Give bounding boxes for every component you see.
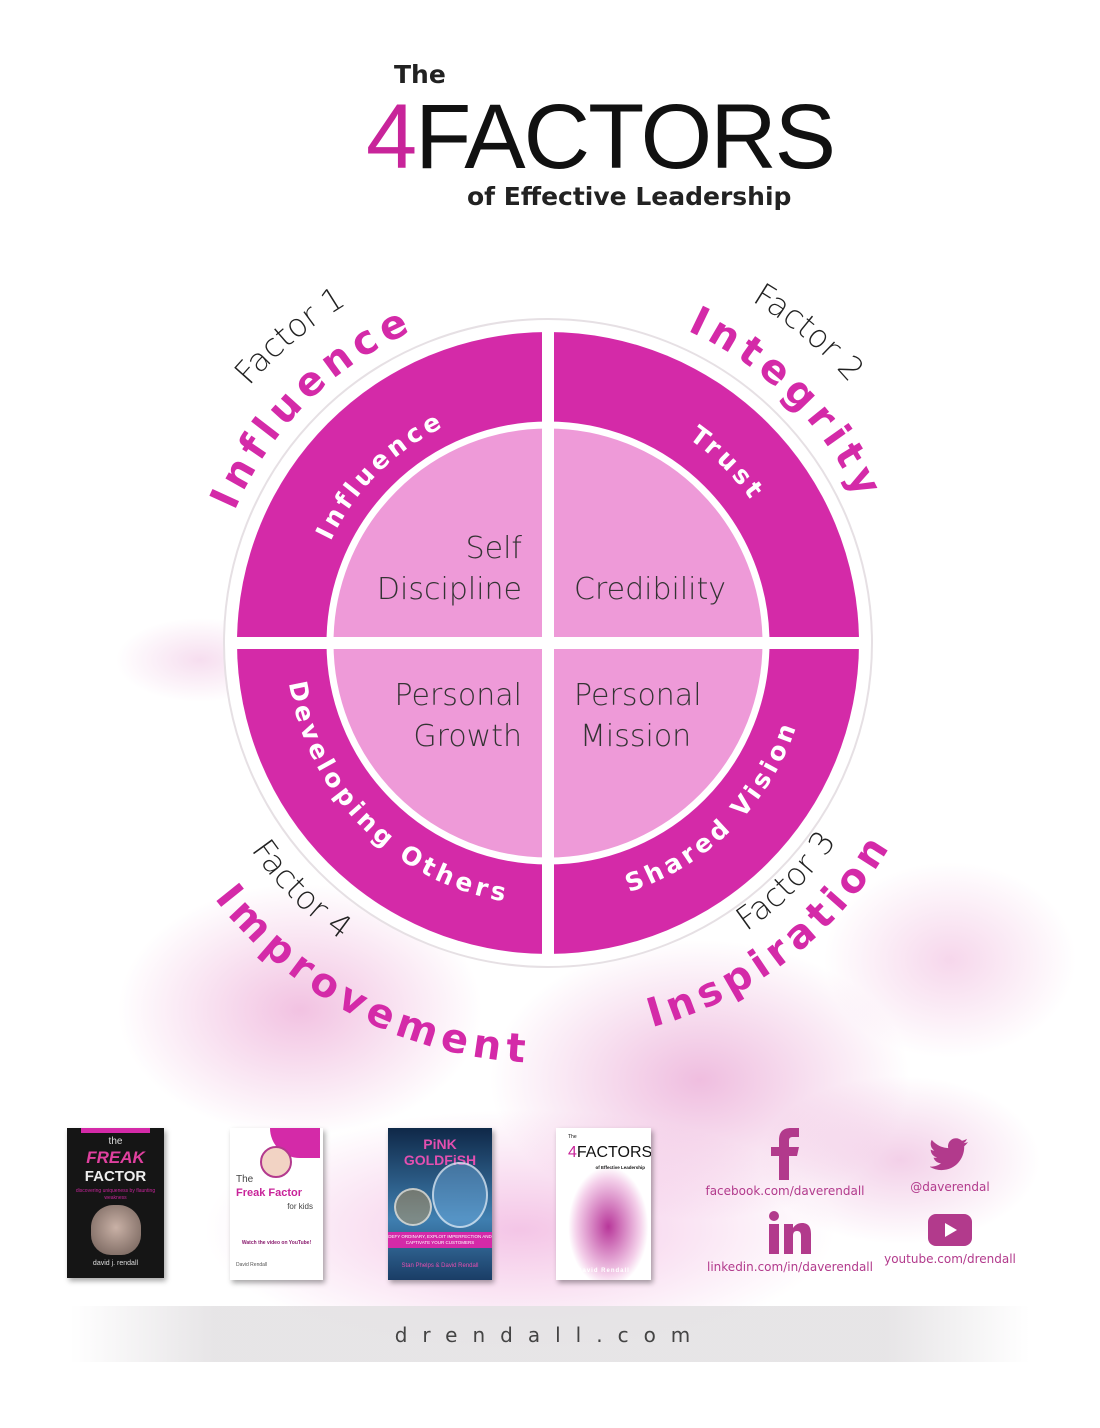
book-title-accent: FREAK (86, 1148, 145, 1167)
social-twitter[interactable]: @daverendal (880, 1134, 1020, 1194)
author-photo (90, 1205, 141, 1255)
title-subtitle: of Effective Leadership (467, 182, 792, 211)
core-label-credibility: Credibility (574, 569, 726, 610)
core-line: Personal (574, 678, 702, 713)
core-line: Credibility (574, 572, 727, 607)
title-the: The (394, 60, 446, 89)
book-pink-goldfish[interactable]: PiNK GOLDFiSH DEFY ORDINARY, EXPLOIT IMP… (388, 1128, 492, 1280)
core-label-self-discipline: Self Discipline (340, 528, 522, 610)
horizontal-divider (230, 637, 870, 649)
linkedin-icon (769, 1211, 811, 1254)
book-title-top: The (568, 1134, 577, 1140)
twitter-link[interactable]: @daverendal (910, 1180, 990, 1194)
four-factors-wheel: Influence Trust Shared Vision Developing… (202, 275, 895, 1072)
core-line: Mission (580, 719, 692, 754)
book-subtitle: Watch the video on YouTube! (241, 1240, 312, 1246)
book-subtitle: discovering uniqueness by flaunting weak… (75, 1188, 156, 1201)
fishbowl-small (394, 1188, 432, 1226)
social-youtube[interactable]: youtube.com/drendall (880, 1214, 1020, 1266)
title-block: The 4FACTORS of Effective Leadership (0, 0, 1100, 230)
book-author: Stan Phelps & David Rendall (401, 1263, 479, 1269)
core-line: Personal (394, 678, 522, 713)
book-title-bottom: FACTOR (84, 1168, 147, 1185)
title-number: 4 (366, 86, 417, 188)
fishbowl-large (432, 1162, 488, 1228)
book-title-accent: PiNK GOLDFiSH (403, 1136, 477, 1168)
core-label-personal-growth: Personal Growth (340, 675, 522, 757)
youtube-link[interactable]: youtube.com/drendall (884, 1252, 1016, 1266)
book-title: 4FACTORS (568, 1143, 651, 1162)
book-subtitle: of Effective Leadership (595, 1165, 645, 1170)
book-4-factors[interactable]: The 4FACTORS of Effective Leadership Dav… (556, 1128, 651, 1280)
book-author: david j. rendall (92, 1260, 139, 1267)
book-title-accent: 4 (568, 1144, 577, 1161)
book-freak-factor-kids[interactable]: The Freak Factor for kids Watch the vide… (230, 1128, 323, 1280)
book-title-accent: Freak Factor (236, 1187, 303, 1199)
title-word: FACTORS (415, 86, 836, 188)
book-author: David Rendall (577, 1268, 630, 1274)
core-line: Discipline (376, 572, 522, 607)
facebook-icon (771, 1128, 799, 1180)
illustration-face (260, 1146, 292, 1178)
core-label-personal-mission: Personal Mission (574, 675, 702, 757)
book-title-bottom: for kids (287, 1202, 313, 1211)
facebook-link[interactable]: facebook.com/daverendall (705, 1184, 865, 1198)
youtube-icon (928, 1214, 972, 1246)
website-link[interactable]: drendall.com (394, 1323, 706, 1347)
social-facebook[interactable]: facebook.com/daverendall (705, 1126, 865, 1198)
core-line: Growth (413, 719, 522, 754)
twitter-icon (930, 1138, 968, 1171)
book-freak-factor[interactable]: the FREAK FACTOR discovering uniqueness … (67, 1128, 164, 1278)
book-title-top: The (236, 1174, 254, 1185)
book-stripe (81, 1128, 150, 1133)
title-main: 4FACTORS (366, 91, 836, 183)
book-title-top: the (108, 1136, 123, 1147)
book-subtitle: DEFY ORDINARY, EXPLOIT IMPERFECTION AND … (388, 1232, 492, 1248)
book-title-bottom: FACTORS (576, 1144, 651, 1161)
linkedin-link[interactable]: linkedin.com/in/daverendall (707, 1260, 873, 1274)
core-line: Self (465, 531, 522, 566)
book-author: David Rendall (236, 1262, 268, 1268)
footer-band: drendall.com (70, 1306, 1030, 1362)
social-linkedin[interactable]: linkedin.com/in/daverendall (705, 1210, 875, 1274)
